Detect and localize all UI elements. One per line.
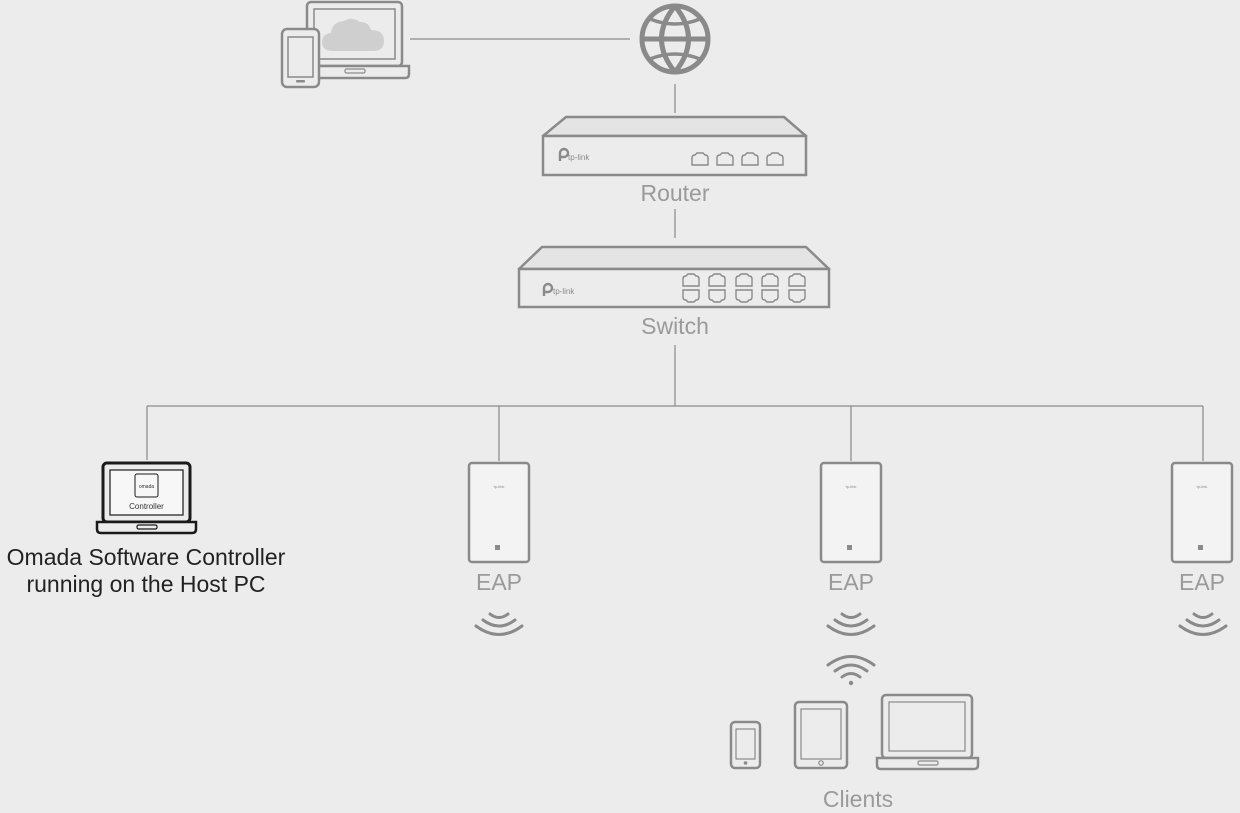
switch-brand: tp-link	[553, 287, 575, 296]
eap-left-brand: tp-link	[494, 484, 505, 489]
controller-screen-caption: Controller	[129, 502, 164, 511]
eap-center-device	[819, 461, 883, 564]
switch-device: tp-link	[517, 245, 831, 309]
client-tablet-icon	[793, 700, 849, 770]
eap-right-device	[1170, 461, 1234, 564]
switch-top	[517, 245, 831, 271]
wifi-signal-left-icon	[474, 612, 524, 636]
tp-link-logo-icon	[542, 282, 554, 296]
eap-left-label: EAP	[475, 569, 523, 595]
router-ports-icon	[691, 152, 784, 166]
router-top	[541, 115, 808, 138]
router-brand: tp-link	[568, 153, 590, 162]
switch-label: Switch	[641, 313, 709, 339]
omada-screen-logo: omada	[139, 484, 155, 490]
controller-laptop-icon	[95, 461, 198, 535]
wifi-clients-icon	[826, 655, 876, 686]
clients-label: Clients	[822, 786, 894, 812]
client-phone-icon	[729, 720, 762, 770]
router-front	[541, 134, 808, 177]
connection-lines	[146, 38, 1204, 461]
switch-front	[517, 267, 831, 309]
omada-logo-icon	[134, 473, 159, 498]
wifi-signal-right-icon	[1178, 612, 1228, 636]
internet-globe-icon	[639, 3, 711, 75]
tp-link-logo-icon	[558, 147, 570, 161]
cloud-icon	[322, 18, 384, 51]
router-label: Router	[640, 180, 710, 206]
eap-center-label: EAP	[827, 569, 875, 595]
remote-devices-icon	[280, 0, 411, 89]
client-laptop-icon	[875, 693, 980, 771]
eap-left-device	[467, 461, 531, 564]
wifi-signal-center-icon	[826, 612, 876, 636]
eap-right-brand: tp-link	[1197, 484, 1208, 489]
eap-right-label: EAP	[1178, 569, 1226, 595]
router-device: tp-link	[541, 115, 808, 177]
eap-center-brand: tp-link	[846, 484, 857, 489]
controller-label-line1: Omada Software Controller	[6, 544, 286, 570]
switch-ports-icon	[682, 273, 806, 303]
controller-label-line2: running on the Host PC	[26, 571, 266, 597]
